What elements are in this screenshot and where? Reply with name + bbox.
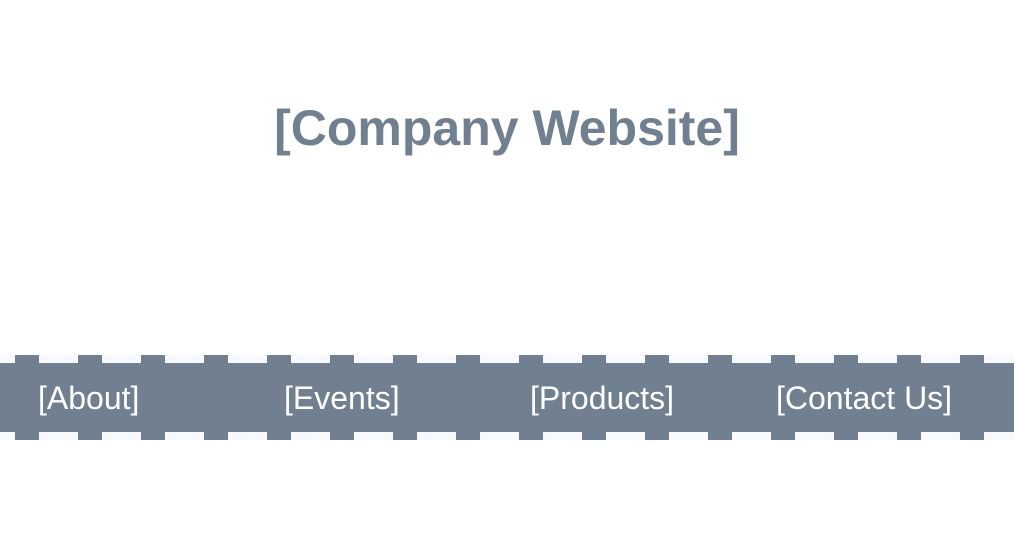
nav-item-contact-us[interactable]: [Contact Us] (776, 379, 953, 416)
nav-item-products[interactable]: [Products] (530, 379, 675, 416)
nav-item-events[interactable]: [Events] (284, 379, 400, 416)
nav-item-about[interactable]: [About] (38, 379, 140, 416)
nav-border-top (0, 355, 1014, 363)
main-nav: [About] [Events] [Products] [Contact Us] (0, 355, 1014, 440)
page-title: [Company Website] (274, 100, 740, 156)
nav-bar: [About] [Events] [Products] [Contact Us] (0, 363, 1014, 432)
nav-border-bottom (0, 432, 1014, 440)
